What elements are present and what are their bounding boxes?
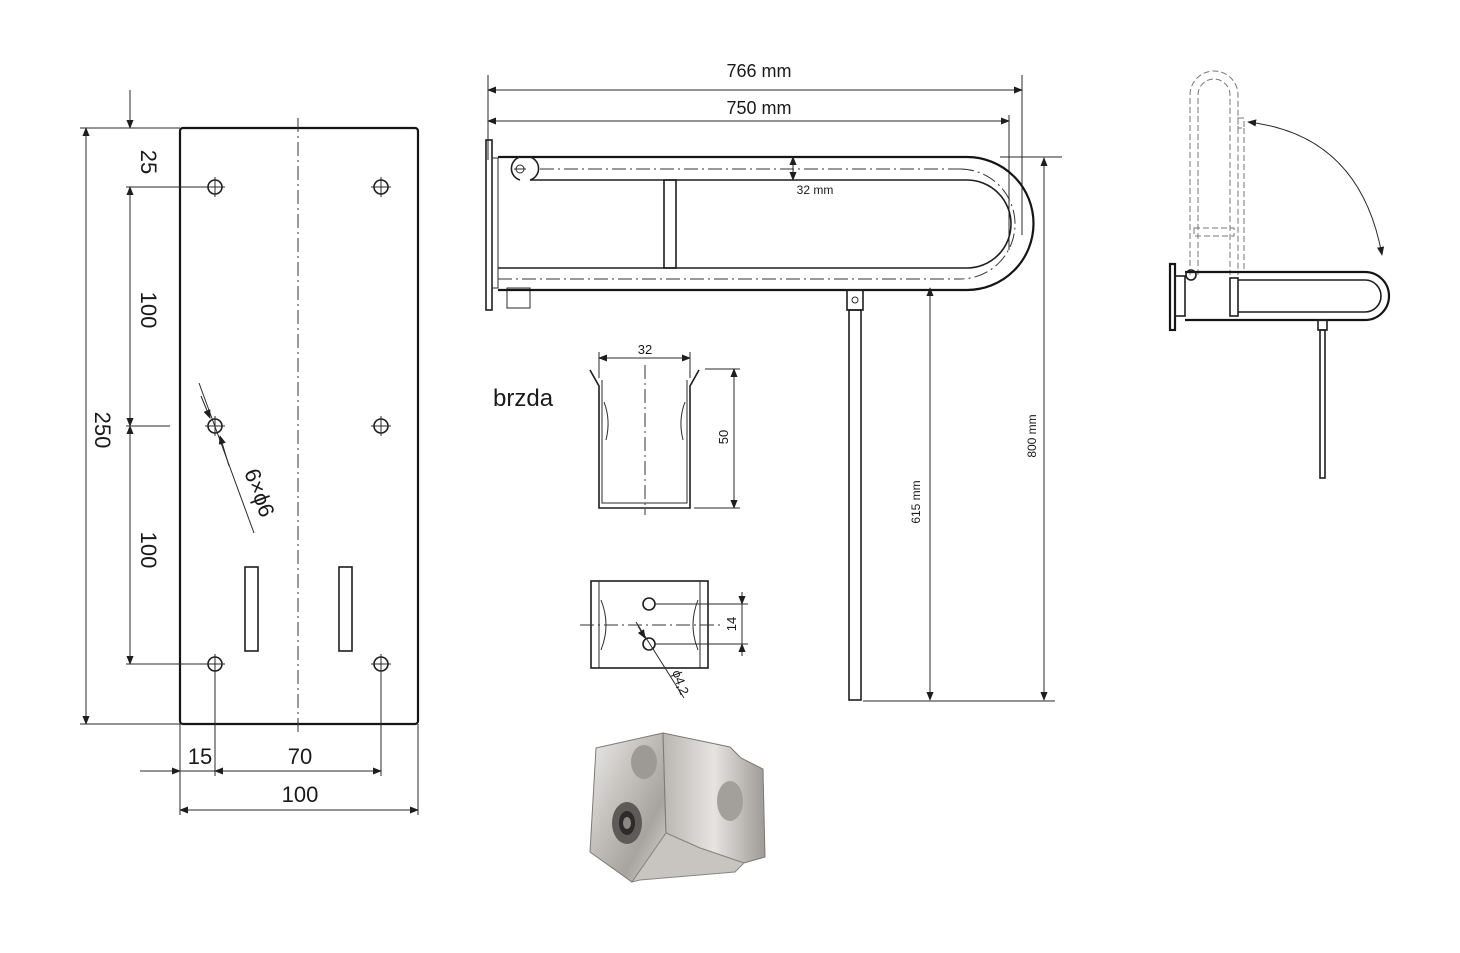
- dim-hole-offset: 15: [188, 744, 212, 769]
- u-bar-outer: [498, 155, 1035, 292]
- brake-side-view: 14 ϕ4,2: [580, 580, 748, 699]
- flange-bolt: [506, 287, 531, 309]
- dim-plate-width: 100: [282, 782, 319, 807]
- wall-flange: [485, 139, 493, 311]
- dim-leg-height: 615 mm: [909, 480, 923, 523]
- raised-bar-ghost: [1189, 70, 1239, 275]
- plate-slot-right: [338, 566, 353, 652]
- brake-label: brzda: [493, 385, 554, 412]
- dim-brake-hole-spacing: 14: [724, 617, 739, 631]
- wall-plate-drawing: 6×ϕ6 25 100 250 100 15 70 100: [80, 90, 420, 815]
- brake-photo: [589, 732, 766, 883]
- brake-hole-top: [642, 597, 656, 611]
- rotation-arc: [1247, 119, 1385, 256]
- brake-front-view: 32 50: [589, 342, 740, 515]
- side-support-leg: [1319, 329, 1326, 479]
- dim-top: 25: [136, 150, 161, 174]
- dim-mid-lower: 100: [136, 532, 161, 569]
- dim-brake-depth: 50: [716, 430, 731, 444]
- dim-total-height: 250: [90, 412, 115, 449]
- dim-brake-width: 32: [638, 342, 652, 357]
- brake-hole-callout: ϕ4,2: [669, 668, 692, 697]
- lowered-bar: [1185, 270, 1391, 322]
- plate-slot-left: [244, 566, 259, 652]
- hole-callout: 6×ϕ6: [239, 465, 279, 520]
- dim-mid-upper: 100: [136, 292, 161, 329]
- fold-up-view: [1168, 70, 1391, 479]
- u-bar-inner: [498, 179, 1012, 269]
- wall-plate-outline: [178, 126, 420, 726]
- dim-total-height: 800 mm: [1025, 414, 1039, 457]
- dim-bar-length: 750 mm: [726, 98, 791, 118]
- dim-overall-length: 766 mm: [726, 61, 791, 81]
- leg-hinge: [846, 289, 864, 311]
- dim-hole-spacing: 70: [288, 744, 312, 769]
- bar-spacer: [663, 179, 677, 269]
- brake-bracket-outline: [589, 369, 700, 509]
- support-leg: [848, 309, 862, 701]
- dim-tube-diameter: 32 mm: [797, 183, 834, 197]
- brake-hole-bottom: [642, 637, 656, 651]
- grab-bar-side-view: 766 mm 750 mm 32 mm 615 mm 800 mm: [485, 61, 1062, 702]
